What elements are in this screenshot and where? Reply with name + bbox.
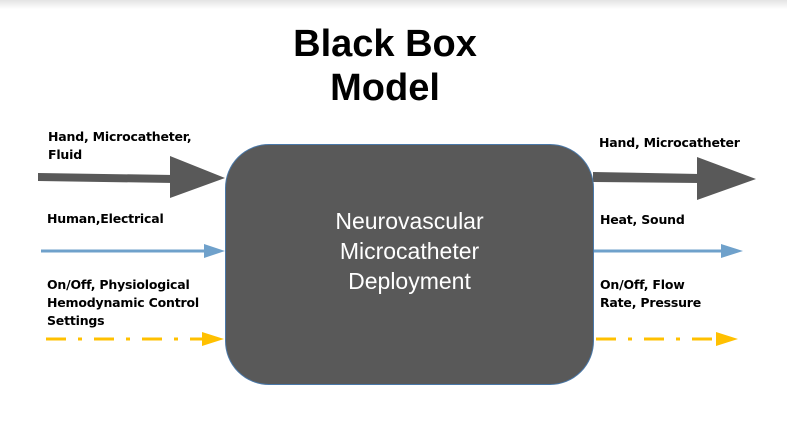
output-material-arrow — [593, 157, 756, 200]
input-signal-label-line-3: Settings — [47, 313, 105, 328]
top-bar — [0, 0, 787, 9]
input-signal-label: On/Off, Physiological Hemodynamic Contro… — [47, 276, 199, 330]
input-signal-label-line-2: Hemodynamic Control — [47, 295, 199, 310]
diagram-title: Black Box Model — [230, 22, 540, 110]
output-energy-label-line-1: Heat, Sound — [600, 212, 685, 227]
system-label-line-1: Neurovascular — [335, 207, 484, 234]
output-signal-label-line-2: Rate, Pressure — [600, 295, 702, 310]
black-box-system: Neurovascular Microcatheter Deployment — [225, 144, 594, 385]
input-material-arrow — [38, 156, 225, 198]
output-energy-label: Heat, Sound — [600, 211, 685, 229]
input-material-label: Hand, Microcatheter, Fluid — [48, 128, 192, 164]
input-material-label-line-1: Hand, Microcatheter, — [48, 129, 192, 144]
output-material-arrow-head — [697, 157, 756, 200]
output-material-label-line-1: Hand, Microcatheter — [599, 135, 740, 150]
title-line-2: Model — [330, 67, 440, 109]
system-label-line-2: Microcatheter — [339, 237, 480, 264]
output-signal-arrow — [596, 332, 738, 346]
input-signal-label-line-1: On/Off, Physiological — [47, 277, 190, 292]
output-energy-arrow-head — [721, 244, 743, 258]
output-energy-arrow — [594, 244, 743, 258]
input-energy-label: Human,Electrical — [47, 210, 164, 228]
title-line-1: Black Box — [293, 23, 477, 65]
system-label: Neurovascular Microcatheter Deployment — [335, 206, 483, 296]
input-material-label-line-2: Fluid — [48, 147, 82, 162]
output-material-arrow-shaft — [593, 172, 700, 183]
input-signal-arrow — [46, 332, 224, 346]
output-signal-label: On/Off, Flow Rate, Pressure — [600, 276, 701, 312]
input-material-arrow-shaft — [38, 173, 174, 183]
input-material-arrow-head — [170, 156, 225, 198]
input-energy-label-line-1: Human,Electrical — [47, 211, 164, 226]
system-label-line-3: Deployment — [348, 267, 471, 294]
input-signal-arrow-head — [202, 332, 224, 346]
output-material-label: Hand, Microcatheter — [599, 134, 740, 152]
input-energy-arrow-head — [204, 244, 225, 258]
output-signal-label-line-1: On/Off, Flow — [600, 277, 685, 292]
output-signal-arrow-head — [716, 332, 738, 346]
input-energy-arrow — [41, 244, 225, 258]
